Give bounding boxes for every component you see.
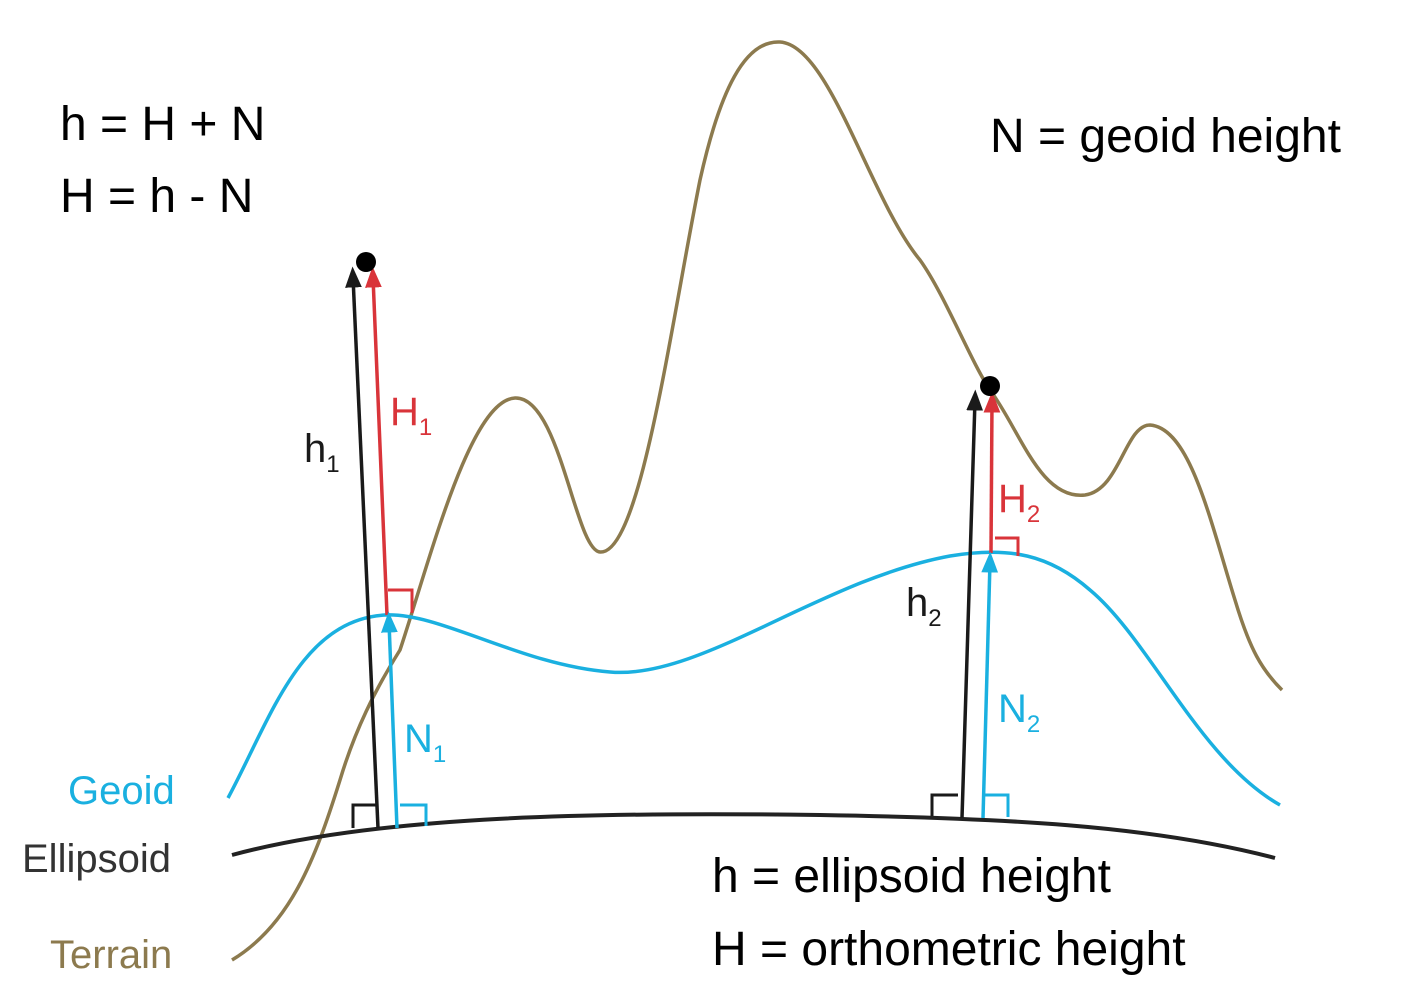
h2-label: h2 xyxy=(906,581,942,632)
H1-label: H1 xyxy=(390,390,432,441)
N2-label: N2 xyxy=(998,687,1040,738)
N1-arrow xyxy=(381,611,399,829)
ellipsoid-label: Ellipsoid xyxy=(22,837,171,881)
equation-H: H = h - N xyxy=(60,170,253,223)
ellipsoid-curve xyxy=(231,812,1276,860)
right-angle-N1 xyxy=(400,803,428,826)
h1-label: h1 xyxy=(304,427,340,478)
geoid-curve xyxy=(226,550,1281,807)
right-angle-N2 xyxy=(985,793,1010,817)
geoid-label: Geoid xyxy=(68,769,175,813)
right-angle-h2 xyxy=(930,793,958,816)
h2-arrow xyxy=(960,389,984,819)
H2-arrow xyxy=(983,391,1001,554)
orthometric-height-definition: H = orthometric height xyxy=(712,923,1186,976)
h1-arrow xyxy=(345,266,380,829)
ellipsoid-height-definition: h = ellipsoid height xyxy=(712,850,1111,903)
terrain-curve xyxy=(231,40,1284,962)
H2-label: H2 xyxy=(998,477,1040,528)
geoid-height-definition: N = geoid height xyxy=(990,110,1341,163)
terrain-label: Terrain xyxy=(50,933,172,977)
right-angle-H2 xyxy=(995,536,1020,556)
right-angle-H1 xyxy=(388,588,414,613)
equation-h: h = H + N xyxy=(60,98,265,151)
right-angle-h1 xyxy=(351,803,376,828)
N1-label: N1 xyxy=(404,717,446,768)
H1-arrow xyxy=(365,266,389,616)
station2-point xyxy=(980,376,1000,396)
station1-point xyxy=(356,252,376,272)
N2-arrow xyxy=(981,551,999,819)
